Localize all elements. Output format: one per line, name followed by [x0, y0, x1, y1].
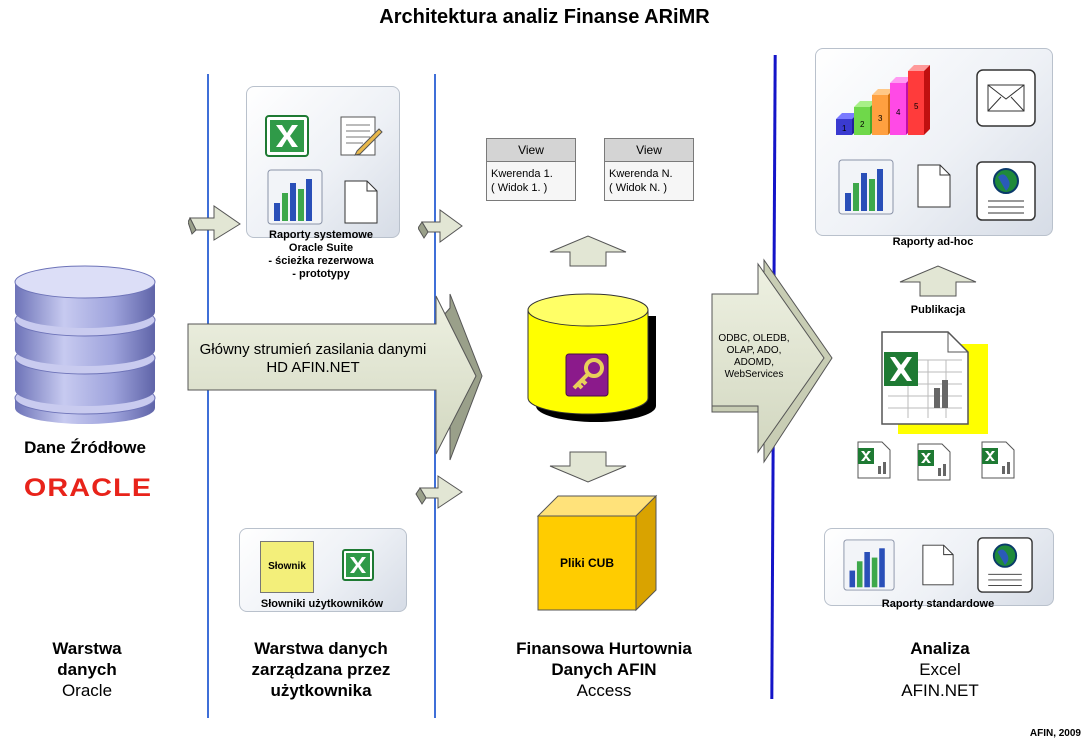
- view-box-n: View Kwerenda N. ( Widok N. ): [604, 138, 694, 201]
- bar-chart-icon: [838, 159, 894, 215]
- bar-label-5: 5: [914, 102, 919, 111]
- view-box-1: View Kwerenda 1. ( Widok 1. ): [486, 138, 576, 201]
- cub-files-cube-icon: [536, 494, 658, 612]
- view-header: View: [605, 139, 693, 162]
- excel-icon: [265, 115, 309, 157]
- bar-label-4: 4: [896, 108, 901, 117]
- column-heading-line: użytkownika: [270, 681, 372, 700]
- view-query-alias: ( Widok N. ): [609, 182, 668, 194]
- diagram-title: Architektura analiz Finanse ARiMR: [379, 6, 710, 28]
- column-heading-line: Access: [576, 681, 632, 700]
- oracle-logo: ORACLE: [23, 474, 153, 502]
- column-heading-oracle: Warstwa danych Oracle: [2, 638, 172, 701]
- blank-document-icon: [344, 180, 378, 224]
- arrow-down-icon: [549, 451, 627, 483]
- access-database-icon: [527, 293, 656, 422]
- column-heading-user-layer: Warstwa danych zarządzana przez użytkown…: [208, 638, 434, 701]
- column-heading-line: Finansowa Hurtownia: [516, 639, 692, 658]
- system-reports-line3: - ścieżka rezerwowa: [268, 255, 374, 267]
- adhoc-reports-caption: Raporty ad-hoc: [892, 236, 974, 248]
- column-heading-line: Excel: [919, 660, 961, 679]
- main-stream-label: Główny strumień zasilania danymi HD AFIN…: [188, 341, 438, 377]
- mail-icon: [976, 69, 1036, 127]
- excel-file-icon: [981, 441, 1015, 479]
- connectors-line3: ADOMD,: [734, 357, 774, 368]
- column-heading-line: Oracle: [61, 681, 113, 700]
- cub-files-label: Pliki CUB: [559, 556, 614, 570]
- bar-chart-icon: [843, 539, 895, 591]
- excel-icon: [342, 549, 374, 581]
- column-heading-line: AFIN.NET: [901, 681, 979, 700]
- arrow-to-reports-icon: [188, 205, 241, 241]
- bar-label-1: 1: [842, 124, 847, 133]
- bar-label-3: 3: [878, 114, 883, 123]
- bar-chart-icon: [267, 169, 323, 225]
- system-reports-line1: Raporty systemowe: [269, 229, 373, 241]
- blank-document-icon: [917, 164, 951, 208]
- arrow-from-reports-icon: [418, 209, 463, 243]
- main-stream-line2: HD AFIN.NET: [266, 359, 360, 376]
- system-reports-caption: Raporty systemowe Oracle Suite - ścieżka…: [236, 229, 406, 281]
- arrow-up-icon: [549, 235, 627, 267]
- column-heading-line: Danych AFIN: [551, 660, 657, 679]
- column-heading-line: danych: [57, 660, 117, 679]
- view-query-alias: ( Widok 1. ): [491, 182, 548, 194]
- column-heading-analysis: Analiza Excel AFIN.NET: [860, 638, 1020, 701]
- column-heading-line: Warstwa: [52, 639, 122, 658]
- standard-reports-caption: Raporty standardowe: [881, 598, 995, 610]
- separator-line-2: [434, 74, 436, 718]
- bar-label-2: 2: [860, 120, 865, 129]
- main-stream-arrow: [187, 293, 483, 461]
- arrow-dictionary-icon: [415, 475, 463, 509]
- footer-credit: AFIN, 2009: [1029, 728, 1081, 739]
- dictionary-card-label: Słownik: [268, 561, 306, 572]
- system-reports-line4: - prototypy: [292, 268, 350, 280]
- separator-line-1: [207, 74, 209, 718]
- excel-file-icon: [857, 441, 891, 479]
- 3d-bar-chart-icon: 1 2 3 4 5: [836, 65, 930, 135]
- dictionary-caption: Słowniki użytkowników: [260, 598, 384, 610]
- web-page-icon: [976, 161, 1036, 221]
- excel-file-icon: [917, 443, 951, 481]
- source-label: Dane Źródłowe: [24, 438, 146, 457]
- publication-label: Publikacja: [910, 304, 966, 316]
- arrow-up-publication-icon: [899, 265, 977, 297]
- connectors-arrow: [711, 258, 833, 464]
- document-edit-icon: [340, 116, 383, 156]
- adhoc-reports-panel: 1 2 3 4 5: [815, 48, 1053, 236]
- system-reports-line2: Oracle Suite: [288, 242, 354, 254]
- view-query-name: Kwerenda 1.: [491, 168, 553, 180]
- column-heading-line: Warstwa danych: [254, 639, 388, 658]
- source-database-icon: [14, 265, 156, 424]
- main-stream-line1: Główny strumień zasilania danymi: [199, 341, 427, 358]
- excel-workbook-icon: [881, 331, 988, 434]
- connectors-label: ODBC, OLEDB, OLAP, ADO, ADOMD, WebServic…: [708, 333, 800, 381]
- view-query-name: Kwerenda N.: [609, 168, 673, 180]
- connectors-line1: ODBC, OLEDB,: [718, 333, 790, 344]
- view-header: View: [487, 139, 575, 162]
- column-heading-line: zarządzana przez: [251, 660, 391, 679]
- column-heading-warehouse: Finansowa Hurtownia Danych AFIN Access: [436, 638, 772, 701]
- standard-reports-panel: [824, 528, 1054, 606]
- blank-document-icon: [922, 544, 954, 586]
- column-heading-line: Analiza: [910, 639, 970, 658]
- connectors-line2: OLAP, ADO,: [726, 345, 782, 356]
- dictionary-card: Słownik: [260, 541, 314, 593]
- dictionary-panel: Słownik: [239, 528, 407, 612]
- connectors-line4: WebServices: [724, 369, 784, 380]
- web-page-icon: [977, 537, 1033, 593]
- system-reports-panel: [246, 86, 400, 238]
